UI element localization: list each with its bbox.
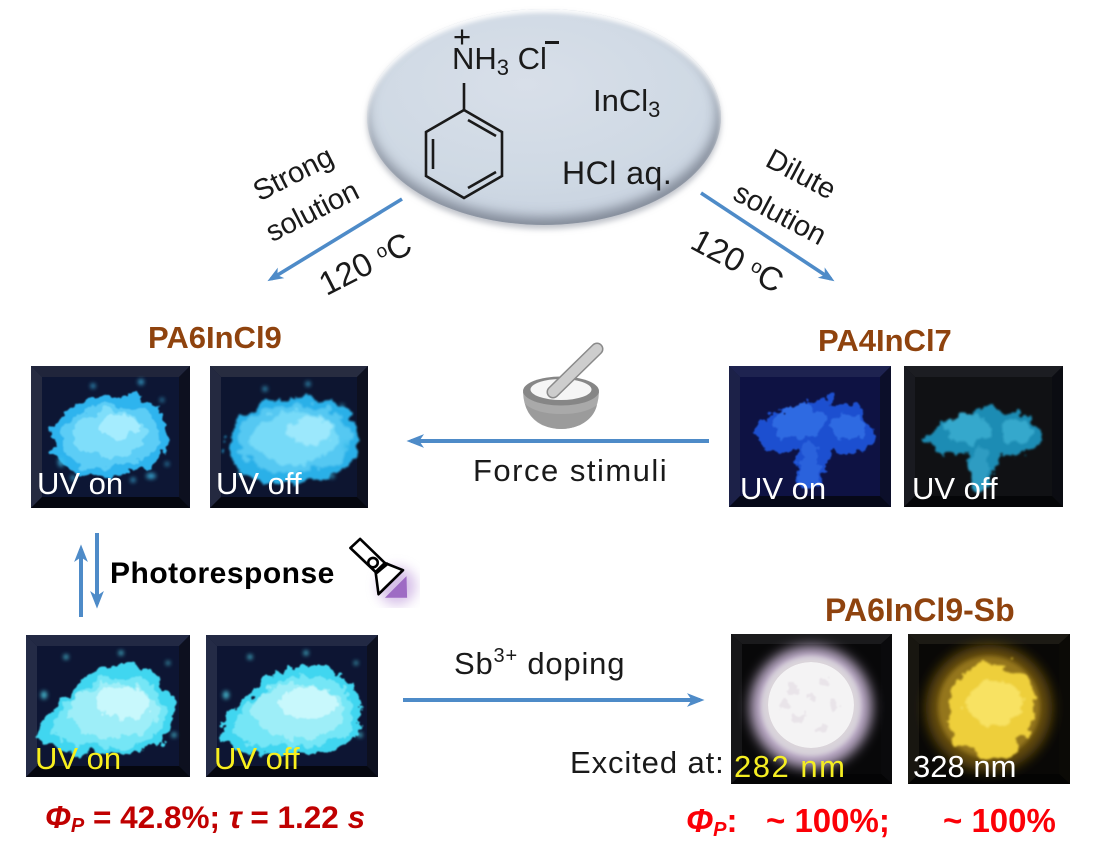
svg-text:UV off: UV off	[214, 741, 300, 776]
svg-text:UV off: UV off	[912, 471, 998, 506]
svg-text:UV on: UV on	[37, 466, 123, 501]
svg-text:UV on: UV on	[740, 471, 826, 506]
svg-text:282 nm: 282 nm	[734, 749, 846, 784]
svg-text:UV on: UV on	[35, 741, 121, 776]
svg-text:328 nm: 328 nm	[913, 749, 1016, 784]
svg-text:UV off: UV off	[216, 466, 302, 501]
